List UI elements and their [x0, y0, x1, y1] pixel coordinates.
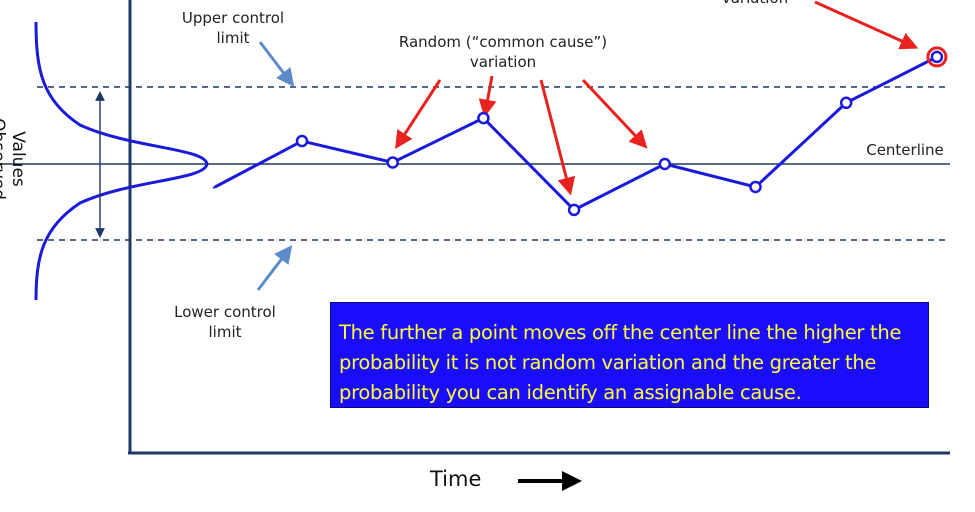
- data-point: [658, 157, 672, 171]
- assignable-variation-label: variation: [700, 0, 810, 8]
- data-series: [214, 46, 948, 217]
- series-start-stub: [212, 186, 216, 189]
- distribution-curve: [34, 21, 209, 301]
- lower-control-limit-label: Lower control limit: [174, 303, 276, 341]
- lower-limit-arrow: [256, 245, 293, 291]
- data-point: [477, 111, 490, 125]
- data-point: [749, 180, 762, 194]
- y-axis-label: Values Observed: [0, 118, 28, 200]
- x-axis-label: Time: [430, 467, 482, 491]
- random-arrow-4: [581, 78, 648, 149]
- centerline-label: Centerline: [866, 141, 944, 159]
- random-variation-label: Random (“common cause”) variation: [398, 33, 608, 71]
- data-point: [930, 50, 944, 64]
- upper-control-limit-label: Upper control limit: [181, 9, 285, 47]
- data-point: [567, 203, 581, 217]
- data-point: [295, 134, 309, 148]
- data-point: [386, 156, 399, 169]
- random-arrow-3: [539, 79, 576, 196]
- series-line: [214, 55, 938, 212]
- upper-limit-arrow: [258, 41, 295, 87]
- assignable-arrow: [814, 0, 919, 50]
- random-arrow-1: [395, 79, 442, 150]
- random-arrow-2: [478, 75, 497, 118]
- data-point: [839, 96, 853, 110]
- explanation-callout: The further a point moves off the center…: [330, 302, 929, 408]
- highlight-ring: [926, 46, 948, 68]
